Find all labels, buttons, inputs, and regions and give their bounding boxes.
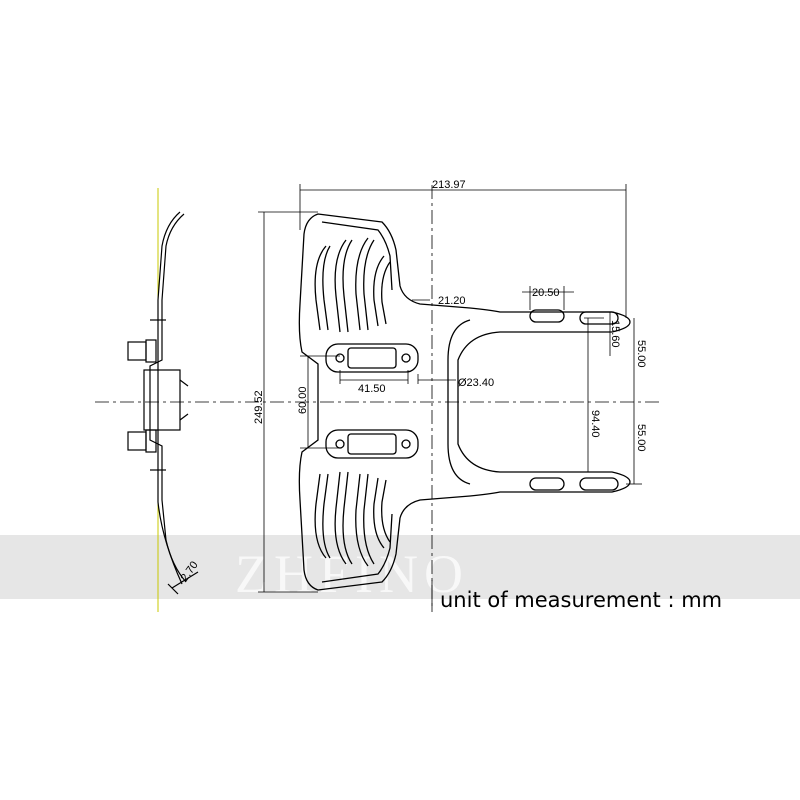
dimension-lines	[258, 184, 642, 593]
watermark-text: ZHFINO	[235, 544, 469, 604]
bracket-outline	[298, 213, 631, 591]
bottom-clip	[127, 431, 147, 451]
top-clip	[127, 341, 147, 361]
dim-overall-height: 249.52	[253, 390, 265, 424]
upper-ribs	[314, 237, 391, 333]
unit-note: unit of measurement : mm	[440, 588, 723, 612]
center-lines	[95, 185, 660, 610]
dim-clip-width: 41.50	[358, 383, 386, 395]
slot-upper-right	[579, 311, 619, 325]
watermark-band	[0, 535, 800, 599]
slot-upper-left	[529, 309, 565, 323]
front-view	[298, 213, 631, 591]
dim-slot-height: 15.60	[609, 320, 621, 348]
dim-overall-width: 213.97	[432, 179, 466, 191]
slot-lower-right	[579, 477, 619, 491]
dim-slot-spacing: 94.40	[589, 410, 601, 438]
slot-lower-left	[529, 477, 565, 491]
side-view-plate	[149, 213, 187, 583]
lower-clip-plate	[325, 429, 419, 459]
dim-lower-offset: 55.00	[635, 424, 647, 452]
lower-ribs	[314, 471, 391, 567]
upper-clip-plate	[325, 343, 419, 373]
dim-clip-spacing: 60.00	[297, 386, 309, 414]
dim-hole-diameter: Ø23.40	[458, 377, 494, 389]
side-view	[127, 188, 199, 612]
dim-upper-offset: 55.00	[635, 340, 647, 368]
dim-neck-gap: 21.20	[438, 295, 466, 307]
dim-top-slot-width: 20.50	[532, 287, 560, 299]
